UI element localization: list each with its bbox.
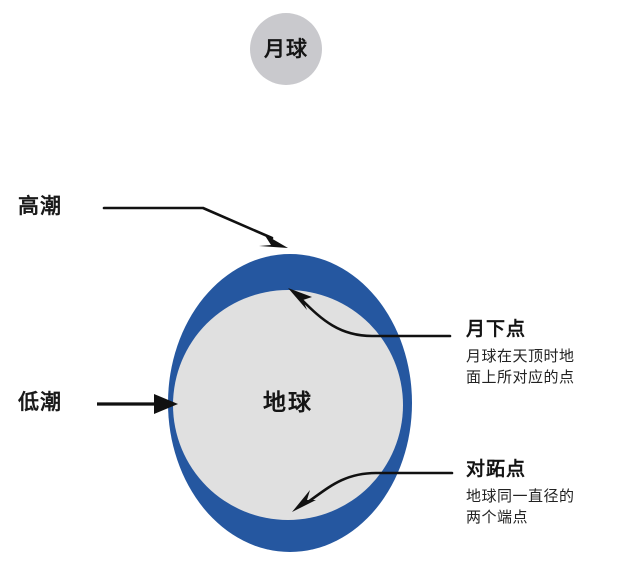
low-tide-arrow: [97, 394, 178, 414]
moon-circle: [250, 13, 322, 85]
earth-label: 地球: [263, 390, 313, 416]
callout-antipode-title: 对跖点: [466, 458, 527, 480]
callout-sublunar-title: 月下点: [466, 318, 527, 340]
high-tide-arrow: [102, 206, 288, 248]
high-tide-label: 高潮: [18, 194, 62, 218]
callout-sublunar-point: 月下点 月球在天顶时地面上所对应的点: [466, 318, 586, 388]
antipode-arrow: [292, 471, 454, 512]
callout-antipode-description: 地球同一直径的两个端点: [466, 486, 575, 527]
sublunar-point-arrow: [288, 288, 452, 338]
earth-circle: [173, 290, 403, 520]
low-tide-label: 低潮: [18, 390, 62, 414]
moon-label: 月球: [264, 37, 308, 61]
callout-sublunar-description: 月球在天顶时地面上所对应的点: [466, 346, 575, 387]
callout-antipode: 对跖点 地球同一直径的两个端点: [466, 458, 586, 528]
